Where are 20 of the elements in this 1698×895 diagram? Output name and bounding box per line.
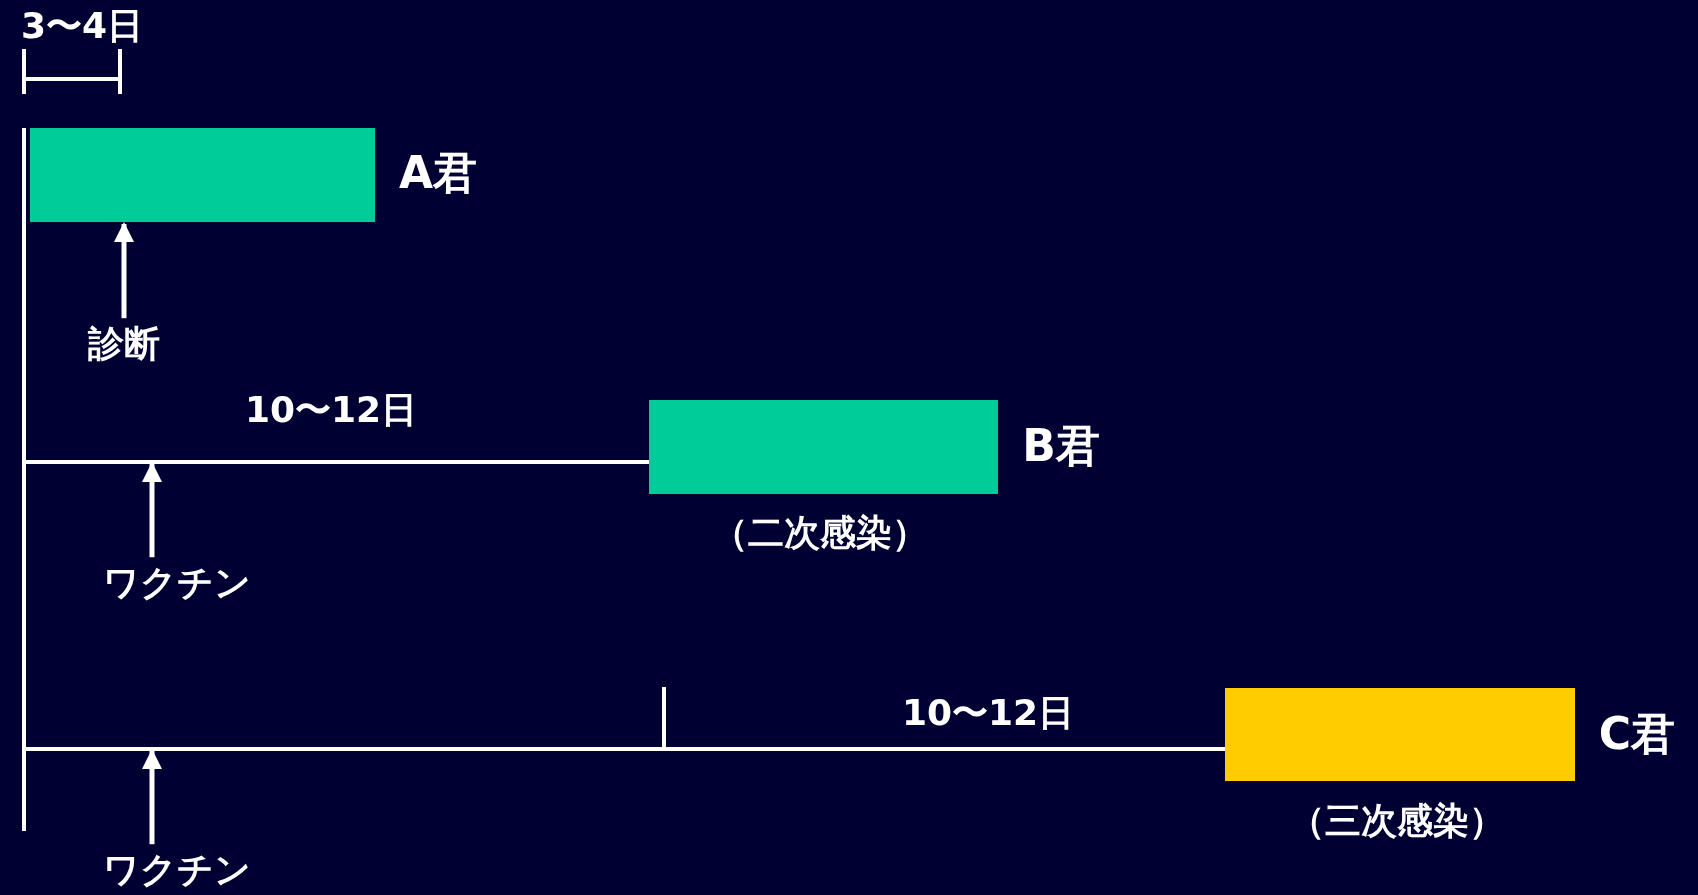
arrow bbox=[142, 749, 162, 845]
dimension-label: 3〜4日 bbox=[20, 6, 144, 46]
timeline bbox=[26, 460, 649, 464]
infection-label: （二次感染） bbox=[712, 513, 928, 553]
name-label: C君 bbox=[1598, 709, 1676, 759]
bar-shape bbox=[30, 128, 375, 222]
arrow bbox=[142, 462, 162, 558]
infection-label: （三次感染） bbox=[1289, 801, 1505, 841]
name-label: B君 bbox=[1022, 421, 1100, 471]
timeline bbox=[26, 747, 1225, 751]
duration-label: 10〜12日 bbox=[244, 390, 418, 430]
node-label: ワクチン bbox=[103, 563, 251, 603]
node-label: ワクチン bbox=[103, 850, 251, 890]
bar-shape bbox=[1225, 688, 1575, 781]
name-label: A君 bbox=[398, 148, 478, 198]
node-label: 診断 bbox=[88, 324, 160, 364]
duration-label: 10〜12日 bbox=[901, 693, 1075, 733]
arrow bbox=[114, 222, 134, 319]
timeline-axis bbox=[22, 128, 26, 831]
bar-shape bbox=[649, 400, 998, 494]
